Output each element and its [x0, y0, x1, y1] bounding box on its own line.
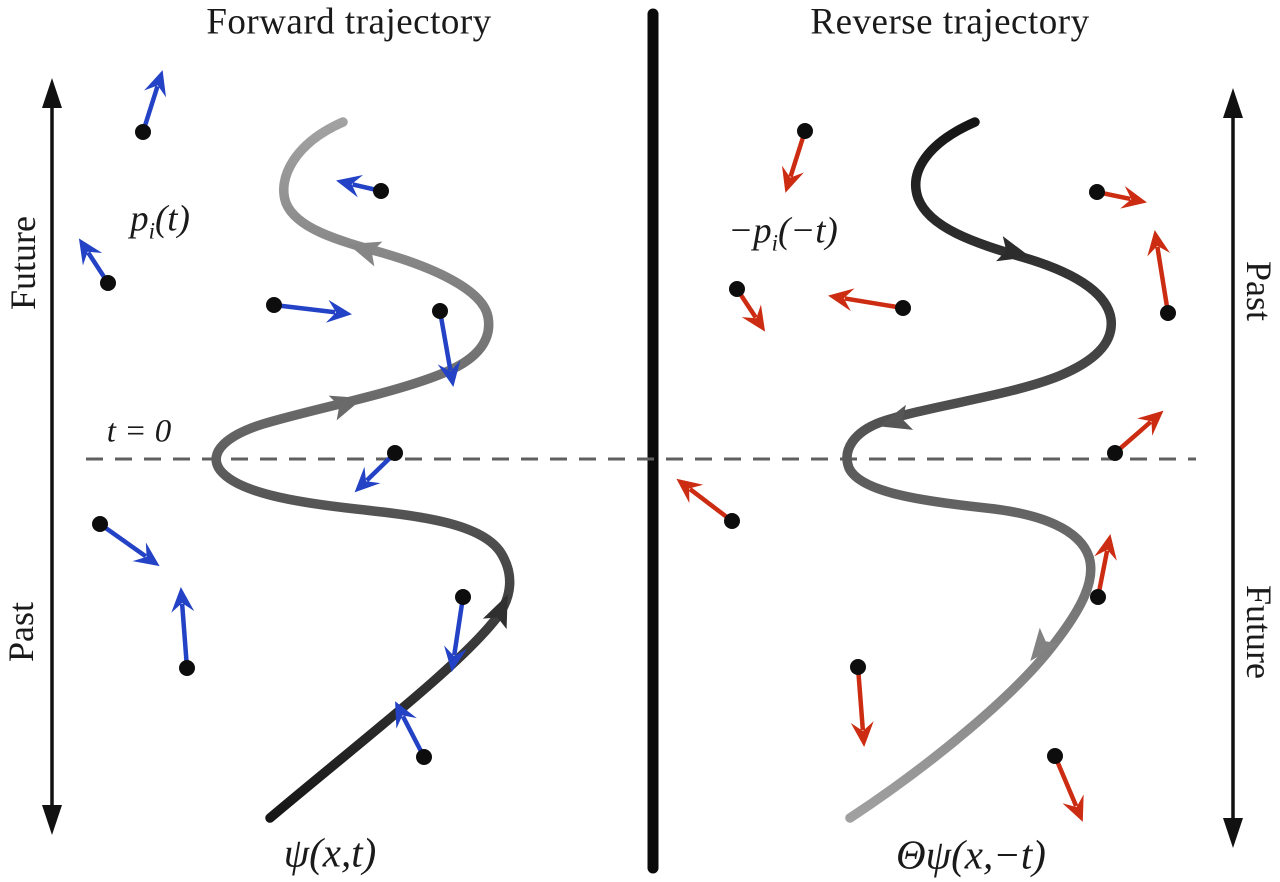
- forward-particle-dot-7: [92, 516, 108, 532]
- reverse-momentum-arrow-4: [1089, 184, 1147, 209]
- right-time-axis-down-arrowhead: [1223, 818, 1243, 848]
- forward-trajectory-direction-arrowhead-1: [482, 594, 508, 630]
- forward-particle-dot-5: [432, 303, 448, 319]
- forward-momentum-arrow-5: [432, 303, 461, 387]
- forward-momentum-arrow-1: [135, 70, 167, 140]
- momentum-label-forward-subscript: i: [148, 218, 155, 244]
- forward-momentum-arrow-9: [444, 589, 471, 672]
- forward-momentum-arrow-7: [92, 516, 160, 567]
- reverse-momentum-arrow-8: [850, 659, 874, 747]
- right-axis-past-label: Past: [1239, 260, 1279, 322]
- forward-momentum-arrow-2: [78, 238, 116, 291]
- forward-momentum-arrow-6: [354, 445, 403, 493]
- right-time-axis-up-arrowhead: [1223, 88, 1243, 118]
- reverse-particle-dot-3: [895, 300, 911, 316]
- reverse-particle-dot-7: [724, 513, 740, 529]
- reverse-particle-dot-4: [1089, 184, 1105, 200]
- forward-particle-dot-10: [416, 749, 432, 765]
- forward-particle-dot-9: [455, 589, 471, 605]
- reverse-trajectory-path: [842, 117, 1116, 823]
- forward-particle-dot-1: [135, 124, 151, 140]
- forward-particle-dot-4: [266, 297, 282, 313]
- reverse-particle-dot-1: [797, 123, 813, 139]
- wavefunction-label-reverse: Θψ(x,−t): [896, 831, 1046, 878]
- reverse-particle-dot-5: [1160, 305, 1176, 321]
- t-equals-zero-label: t = 0: [106, 413, 172, 450]
- left-time-axis-up-arrowhead: [42, 78, 62, 108]
- momentum-label-reverse-base: −p: [728, 210, 772, 252]
- left-time-axis-down-arrowhead: [42, 805, 62, 835]
- reverse-particle-dot-2: [729, 281, 745, 297]
- momentum-label-reverse-subscript: i: [771, 230, 778, 256]
- reverse-particle-dot-8: [850, 659, 866, 675]
- reverse-trajectory-direction-arrowhead-1: [996, 236, 1031, 262]
- reverse-panel-title: Reverse trajectory: [810, 1, 1090, 43]
- forward-trajectory-direction-arrowhead-3: [347, 241, 383, 267]
- reverse-momentum-arrow-6: [1107, 410, 1164, 461]
- wavefunction-label-forward: ψ(x,t): [283, 829, 377, 876]
- forward-momentum-arrow-8: [171, 587, 195, 676]
- forward-momentum-arrow-4: [266, 297, 352, 323]
- forward-particle-dot-3: [373, 183, 389, 199]
- reverse-momentum-arrow-3: [828, 288, 911, 316]
- momentum-label-reverse-args: (−t): [777, 210, 838, 252]
- momentum-label-reverse: −pi(−t): [728, 212, 838, 255]
- reverse-momentum-arrow-1: [781, 123, 813, 193]
- momentum-label-forward-base: p: [130, 198, 149, 240]
- right-axis-future-label: Future: [1239, 585, 1279, 679]
- forward-momentum-arrow-3: [336, 175, 389, 199]
- momentum-label-forward-args: (t): [154, 198, 190, 240]
- forward-momentum-arrow-10: [395, 701, 432, 765]
- reverse-particle-dot-10: [1047, 748, 1063, 764]
- reverse-momentum-arrow-5: [1147, 230, 1176, 321]
- reverse-particle-dot-6: [1107, 445, 1123, 461]
- forward-particle-dot-6: [387, 445, 403, 461]
- forward-trajectory-path: [211, 117, 515, 823]
- forward-panel-title: Forward trajectory: [206, 1, 492, 43]
- reverse-momentum-arrow-10: [1047, 748, 1084, 822]
- forward-particle-dot-2: [100, 275, 116, 291]
- left-axis-past-label: Past: [1, 601, 41, 663]
- reverse-momentum-arrow-9: [1090, 534, 1117, 605]
- forward-trajectory-direction-arrowhead-2: [328, 395, 364, 421]
- momentum-label-forward: pi(t): [130, 200, 190, 243]
- reverse-momentum-arrow-7: [676, 478, 740, 529]
- reverse-momentum-arrow-2: [729, 281, 766, 332]
- reverse-trajectory-direction-arrowhead-3: [1030, 627, 1061, 661]
- reverse-trajectory-direction-arrowhead-2: [878, 404, 914, 430]
- reverse-particle-dot-9: [1090, 589, 1106, 605]
- forward-particle-dot-8: [179, 660, 195, 676]
- left-axis-future-label: Future: [3, 216, 43, 310]
